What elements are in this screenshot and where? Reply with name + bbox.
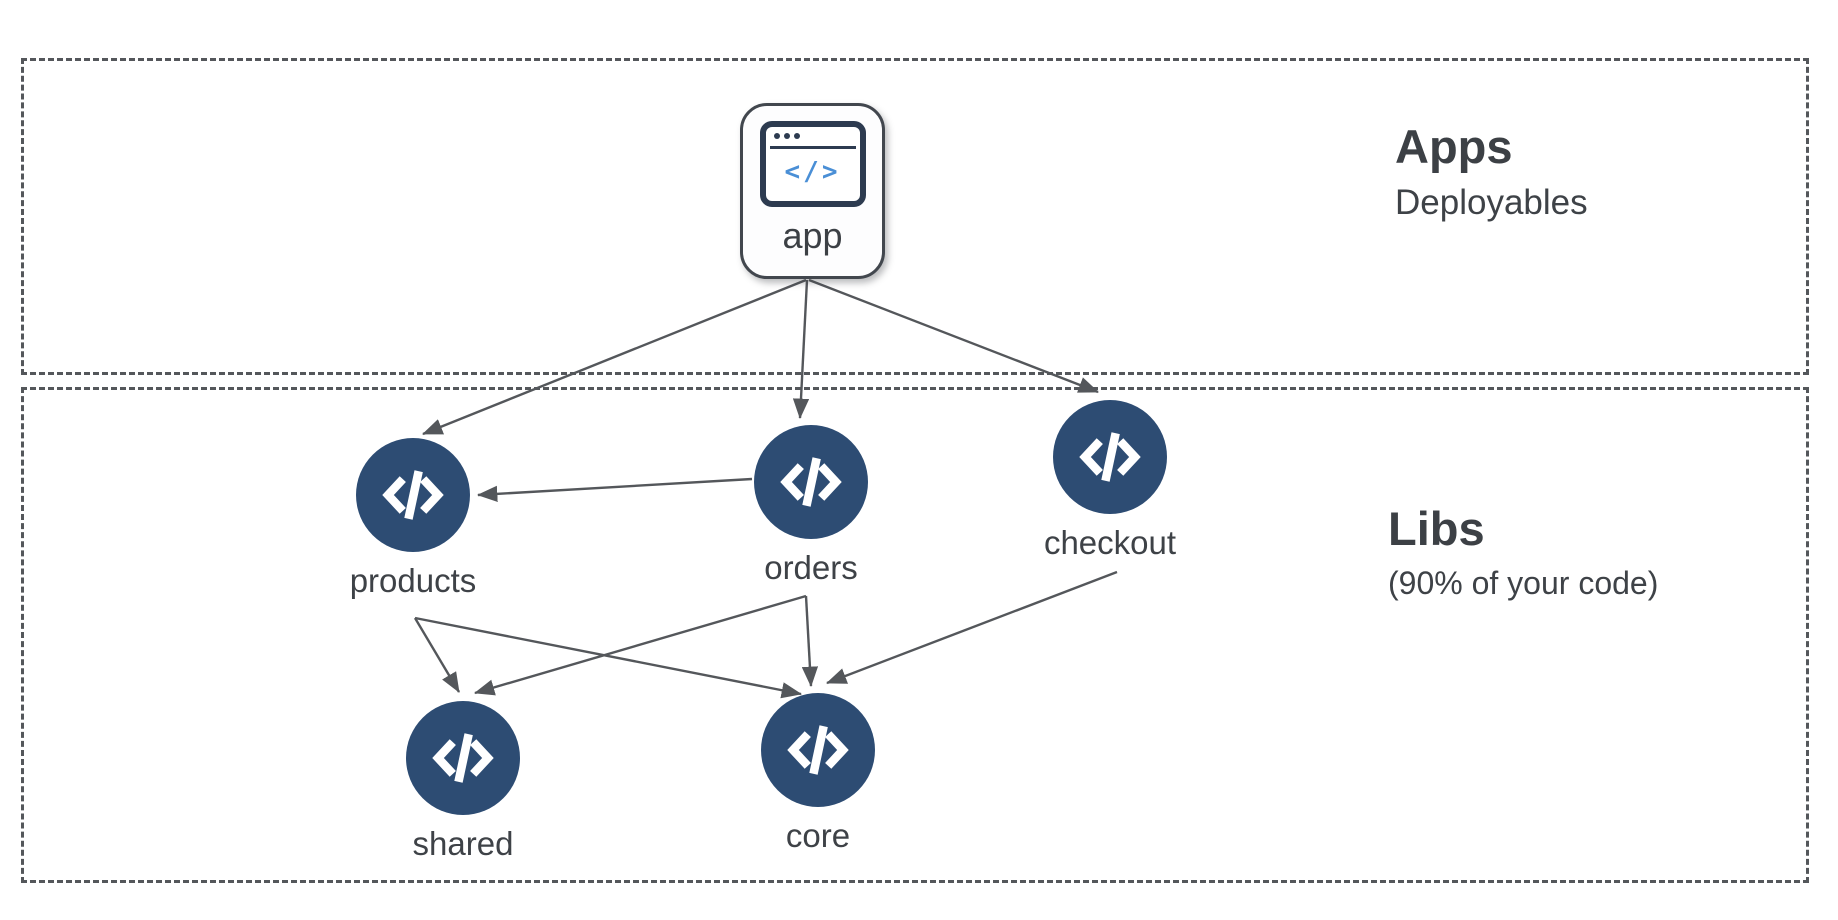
node-app: </> app (740, 103, 885, 279)
libs-section-subtitle: (90% of your code) (1388, 565, 1659, 602)
node-shared: shared (353, 701, 573, 863)
node-label: app (782, 215, 843, 256)
node-label: core (785, 817, 851, 854)
node-checkout: checkout (1000, 400, 1220, 562)
apps-section-title: Apps (1395, 120, 1513, 173)
libs-section-label: Libs (90% of your code) (1388, 500, 1658, 603)
node-label: shared (412, 825, 514, 862)
apps-section-subtitle: Deployables (1395, 183, 1588, 223)
code-icon (406, 701, 520, 815)
libs-section-title: Libs (1388, 502, 1485, 555)
code-glyph-text: </> (784, 157, 841, 187)
node-label: checkout (1043, 524, 1177, 561)
window-dots-icon (766, 127, 860, 143)
node-label: orders (764, 549, 858, 586)
code-icon (761, 693, 875, 807)
node-label: products (349, 562, 477, 599)
code-icon (1053, 400, 1167, 514)
window-dot-icon (773, 133, 780, 139)
window-dot-icon (783, 133, 790, 139)
browser-window-icon: </> (759, 121, 866, 207)
browser-toolbar-divider (769, 146, 856, 149)
node-orders: orders (701, 425, 921, 587)
code-icon (754, 425, 868, 539)
node-products: products (303, 438, 523, 600)
apps-section-label: Apps Deployables (1395, 118, 1588, 225)
window-dot-icon (793, 133, 800, 139)
code-icon (356, 438, 470, 552)
node-core: core (708, 693, 928, 855)
